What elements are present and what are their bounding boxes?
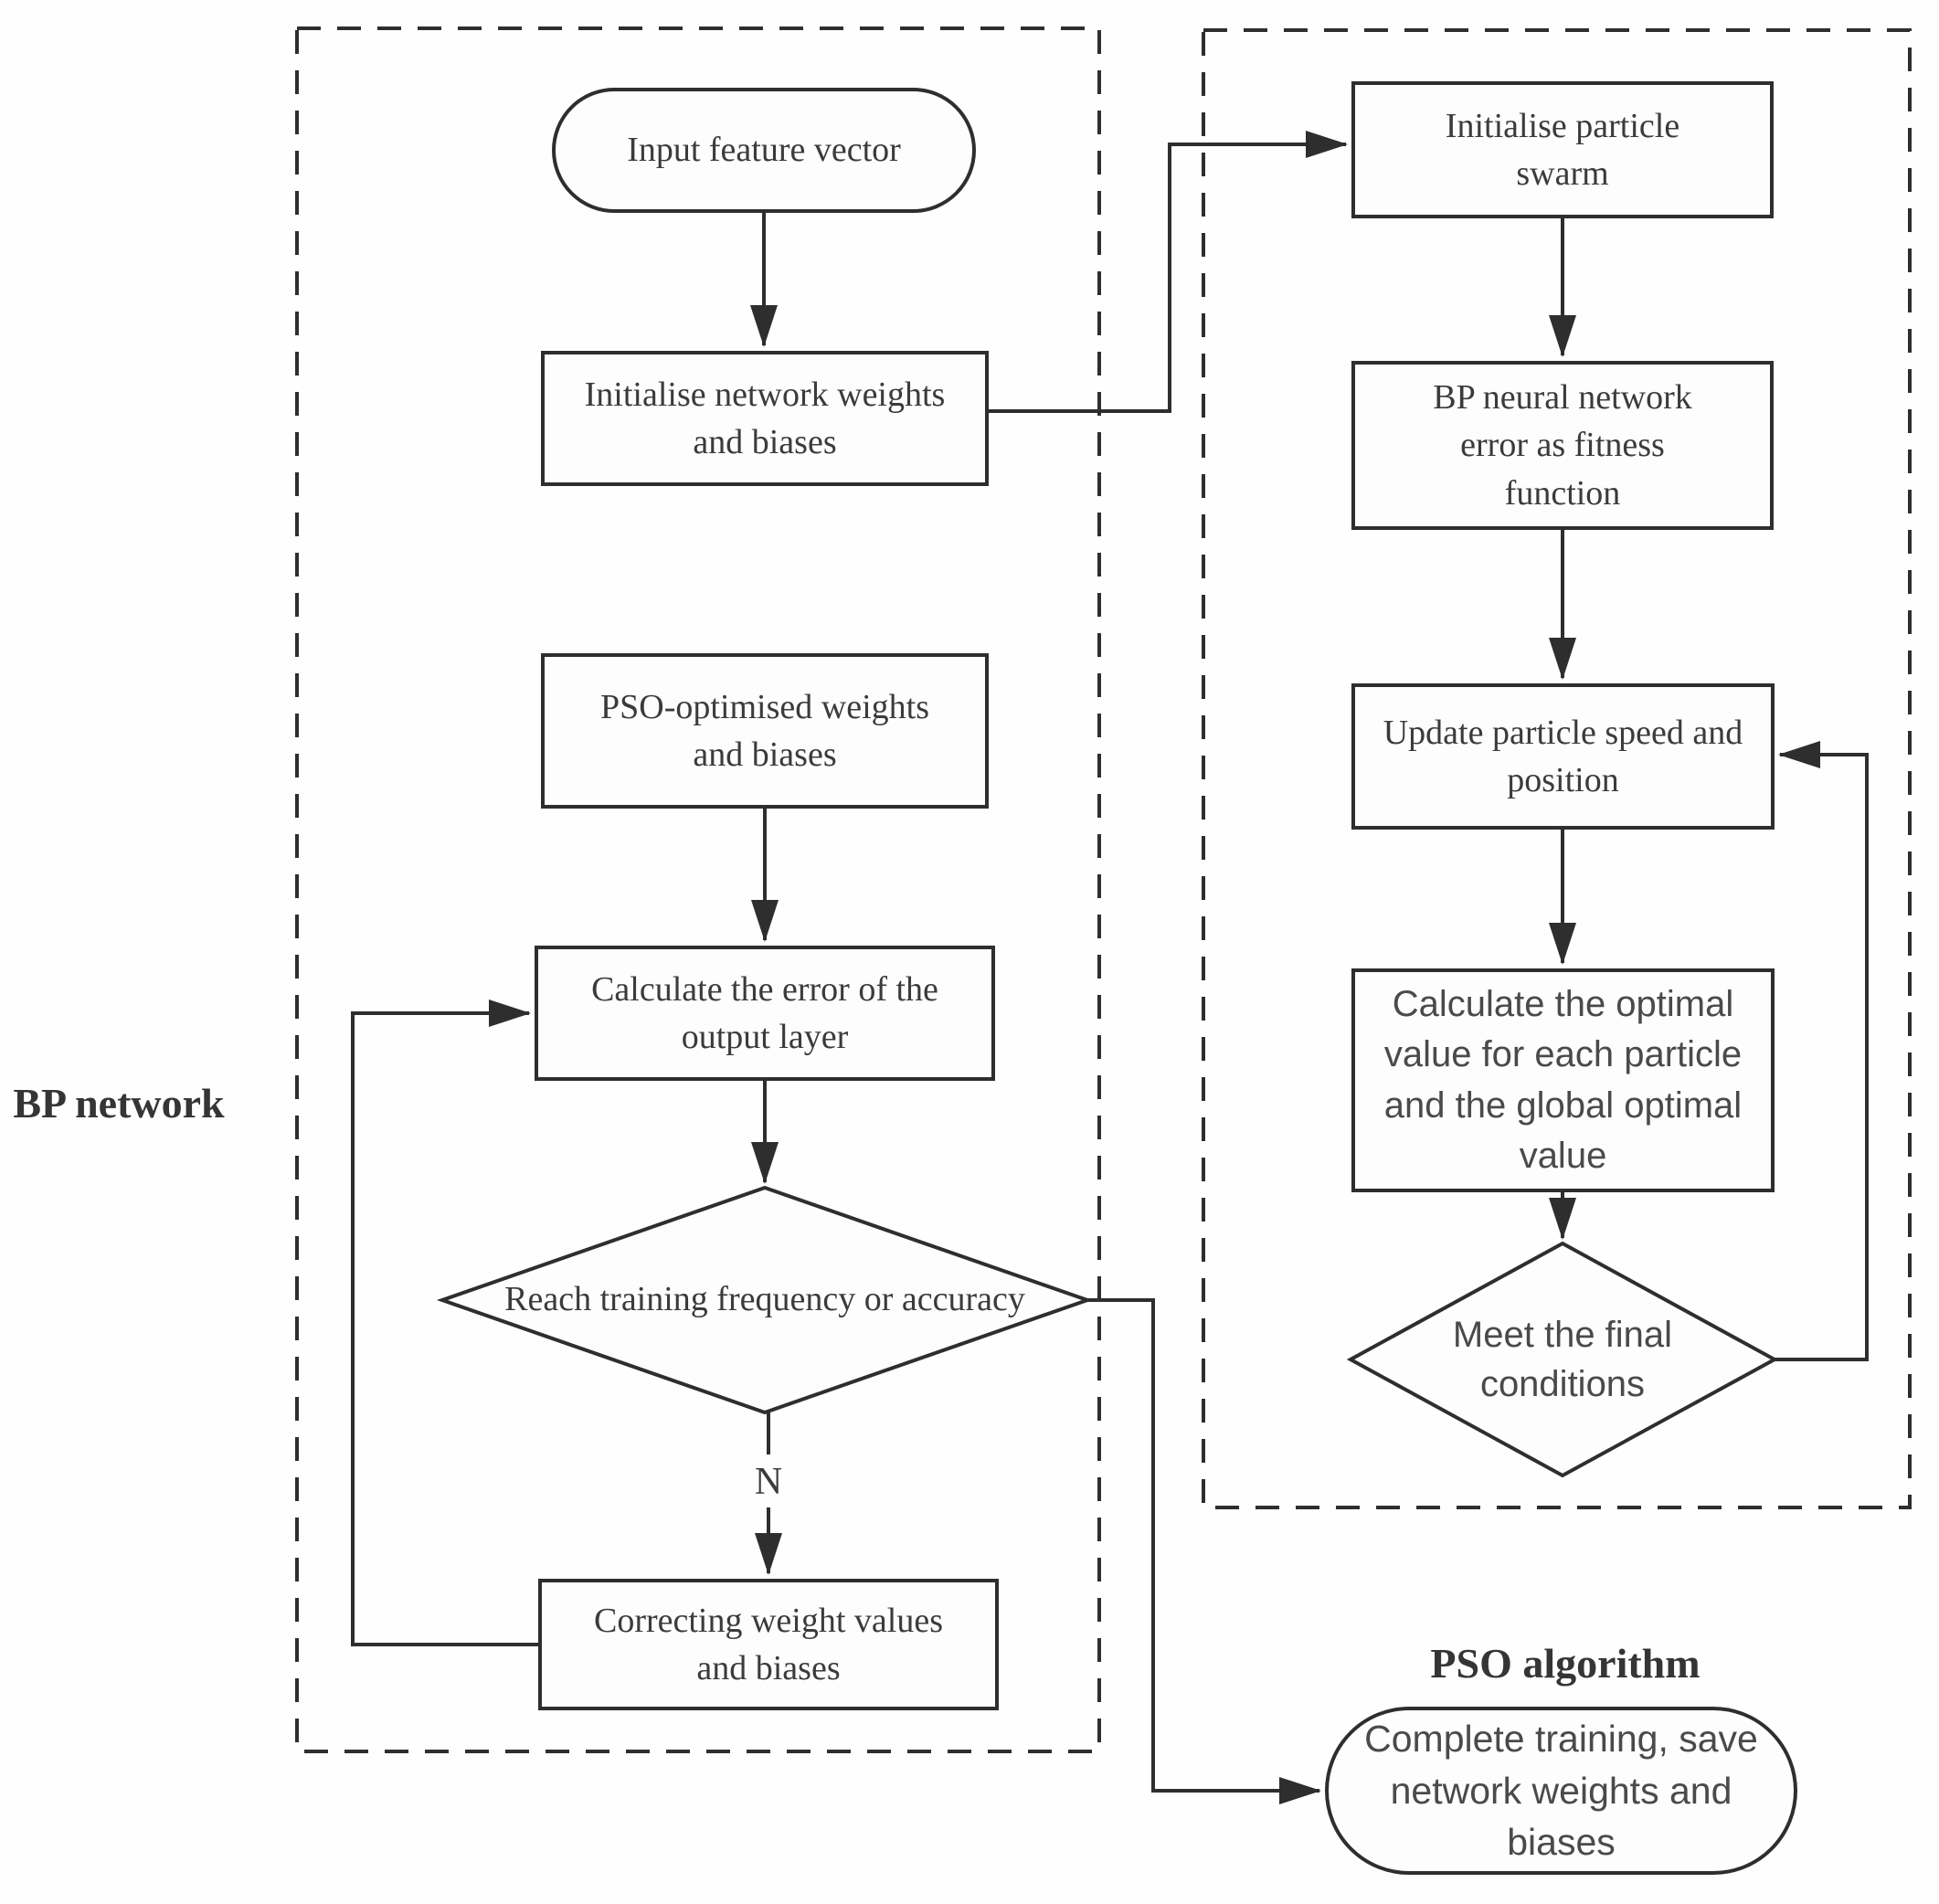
node-pso-optimised-weights: PSO-optimised weights and biases <box>541 653 989 809</box>
edge-init-weights-to-particle-swarm <box>987 131 1348 413</box>
node-calc-optimal-value-label: Calculate the optimal value for each par… <box>1383 984 1743 1176</box>
edge-label-n: N <box>741 1454 796 1509</box>
edge-decision-to-complete-training <box>1087 1298 1321 1804</box>
bp-network-group-label-text: BP network <box>13 1079 225 1127</box>
node-init-network-weights-label: Initialise network weights and biases <box>584 375 946 461</box>
node-pso-optimised-weights-label: PSO-optimised weights and biases <box>600 687 929 774</box>
node-reach-training-decision-label: Reach training frequency or accuracy <box>454 1264 1075 1337</box>
node-input-feature-vector-label: Input feature vector <box>627 131 901 170</box>
reach-training-decision-text: Reach training frequency or accuracy <box>504 1280 1025 1319</box>
node-bp-error-fitness: BP neural network error as fitness funct… <box>1351 361 1774 530</box>
node-bp-error-fitness-label: BP neural network error as fitness funct… <box>1433 377 1692 513</box>
pso-algorithm-group-label-text: PSO algorithm <box>1430 1639 1701 1687</box>
node-update-particle: Update particle speed and position <box>1351 683 1775 830</box>
meet-final-decision-text: Meet the final conditions <box>1452 1315 1673 1404</box>
node-correcting-weights-label: Correcting weight values and biases <box>593 1601 943 1687</box>
node-correcting-weights: Correcting weight values and biases <box>538 1579 999 1710</box>
pso-algorithm-group-label: PSO algorithm <box>1419 1635 1711 1692</box>
node-init-network-weights: Initialise network weights and biases <box>541 351 989 486</box>
bp-network-group-border <box>295 26 1101 1753</box>
node-calc-output-error: Calculate the error of the output layer <box>535 946 995 1081</box>
bp-network-group-label: BP network <box>9 1076 228 1131</box>
node-complete-training: Complete training, save network weights … <box>1325 1707 1797 1875</box>
node-complete-training-label: Complete training, save network weights … <box>1364 1718 1758 1864</box>
node-calc-optimal-value: Calculate the optimal value for each par… <box>1351 968 1775 1192</box>
node-input-feature-vector: Input feature vector <box>552 88 976 213</box>
node-meet-final-decision-label: Meet the final conditions <box>1403 1286 1722 1433</box>
node-init-particle-swarm-label: Initialise particle swarm <box>1445 106 1680 193</box>
node-init-particle-swarm: Initialise particle swarm <box>1351 81 1774 218</box>
edge-label-n-text: N <box>754 1460 783 1503</box>
edge-meet-final-feedback-to-update <box>1775 741 1869 1361</box>
node-update-particle-label: Update particle speed and position <box>1383 713 1743 799</box>
node-calc-output-error-label: Calculate the error of the output layer <box>591 969 938 1056</box>
